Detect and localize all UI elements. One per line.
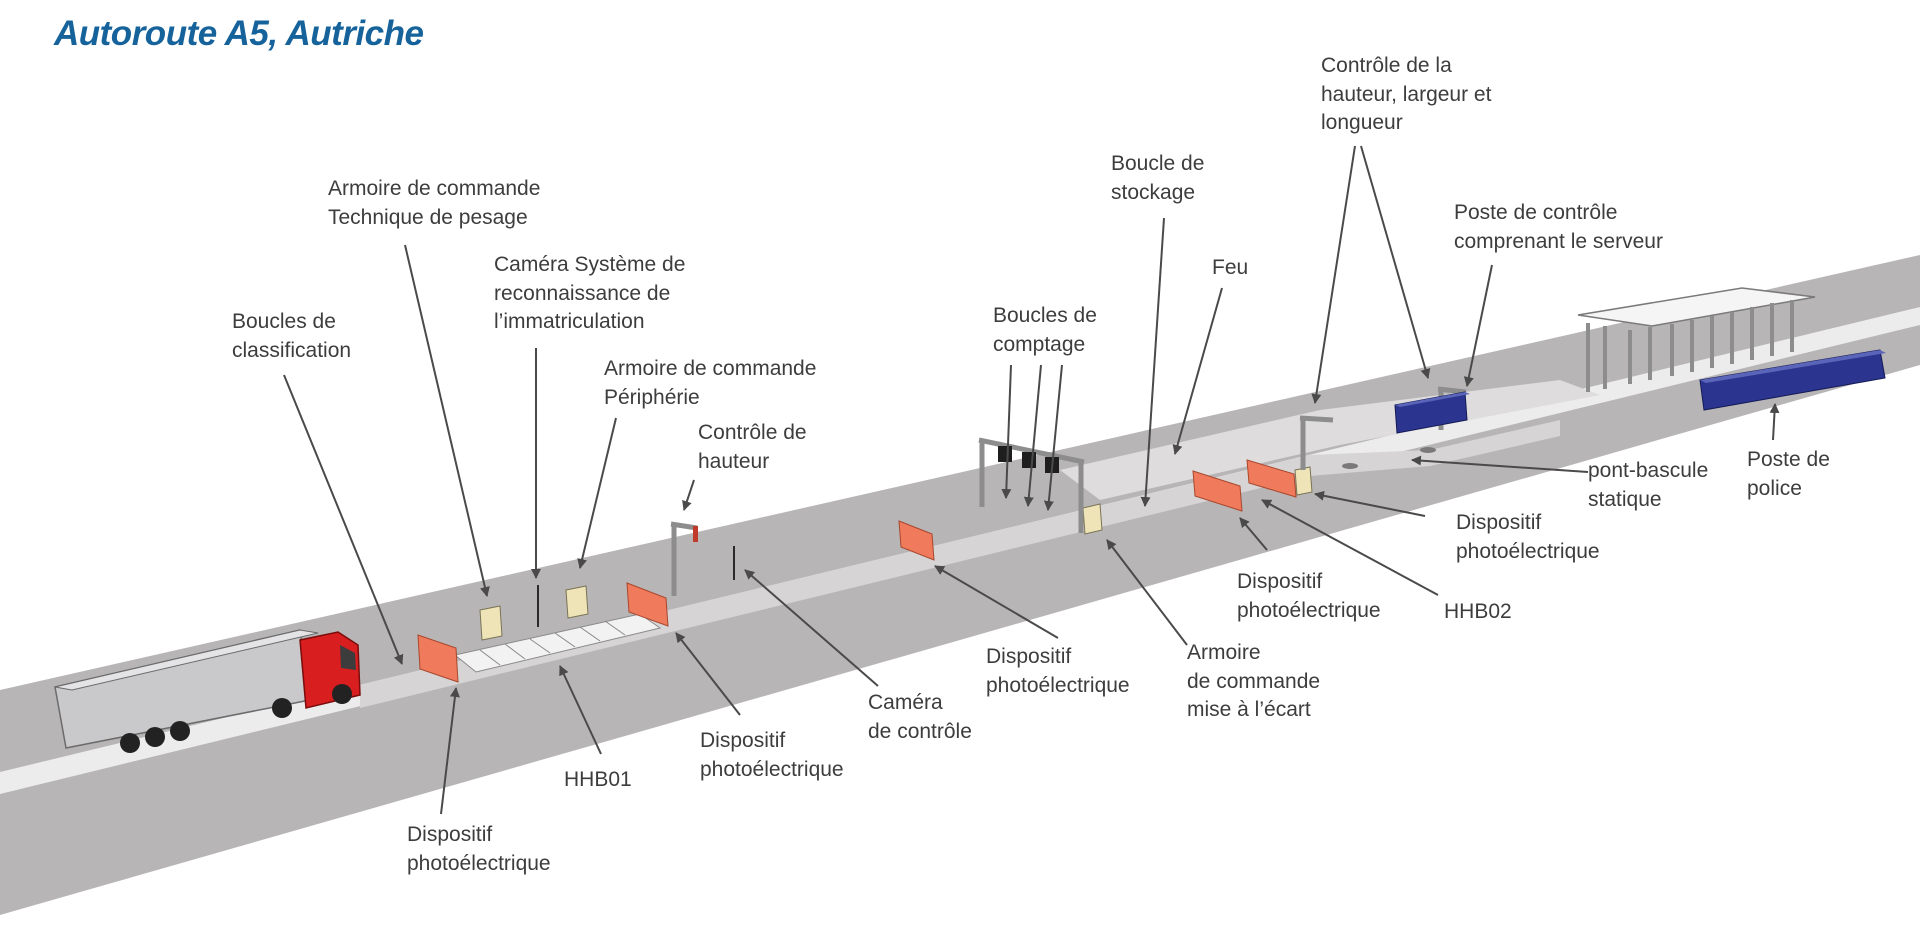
static-weighbridge: [1342, 463, 1358, 469]
green-arrow-sign: [998, 446, 1012, 462]
truck: [54, 629, 361, 753]
label-feu: Feu: [1212, 256, 1249, 279]
label-camera-controle: Caméra de contrôle: [868, 691, 972, 743]
photoelectric-barrier-1: [417, 634, 459, 683]
peripheral-control-cabinet: [565, 585, 589, 619]
height-sensor: [693, 526, 698, 542]
truck-wheel: [120, 733, 140, 753]
truck-wheel: [170, 721, 190, 741]
page-title: Autoroute A5, Autriche: [54, 14, 424, 53]
truck-windshield: [340, 645, 356, 670]
static-weighbridge: [1420, 447, 1436, 453]
weighing-control-cabinet: [479, 605, 503, 641]
photoelectric-barrier-3: [898, 520, 935, 561]
label-boucles-classification: Boucles de classification: [232, 310, 352, 362]
truck-trailer-top: [54, 629, 319, 691]
label-poste-controle-serveur: Poste de contrôle comprenant le serveur: [1454, 201, 1663, 253]
label-dispositif-photoelectrique-3: Dispositif photoélectrique: [986, 645, 1130, 697]
label-poste-police: Poste de police: [1747, 448, 1830, 500]
label-armoire-pesage: Armoire de commande Technique de pesage: [328, 177, 541, 229]
height-control-gantry: [670, 521, 698, 596]
label-hhb02: HHB02: [1444, 600, 1512, 623]
label-boucle-stockage: Boucle de stockage: [1111, 152, 1205, 204]
cabinet-near-hhb02: [1294, 466, 1313, 496]
photoelectric-barrier-4: [1192, 470, 1243, 512]
weighing-lane-strip: [360, 420, 1560, 708]
control-post-roof: [1395, 392, 1470, 407]
label-boucles-comptage: Boucles de comptage: [993, 304, 1097, 356]
label-dispositif-photoelectrique-4: Dispositif photoélectrique: [1237, 570, 1381, 622]
label-pont-bascule: pont-bascule statique: [1588, 459, 1709, 511]
truck-wheel: [145, 727, 165, 747]
label-controle-hauteur: Contrôle de hauteur: [698, 421, 807, 473]
label-camera-immatriculation: Caméra Système de reconnaissance de l’im…: [494, 253, 686, 333]
canopy: [1577, 287, 1816, 392]
photoelectric-barrier-2: [626, 582, 669, 627]
truck-wheel: [332, 684, 352, 704]
photoelectric-barrier-5: [1246, 459, 1297, 498]
label-armoire-mise-ecart: Armoire de commande mise à l’écart: [1187, 641, 1321, 721]
leader-lines: [283, 145, 1780, 815]
label-armoire-peripherie: Armoire de commande Périphérie: [604, 357, 817, 409]
label-dispositif-photoelectrique-1: Dispositif photoélectrique: [407, 823, 551, 875]
label-controle-dimensions: Contrôle de la hauteur, largeur et longu…: [1321, 54, 1492, 134]
label-hhb01: HHB01: [564, 768, 632, 791]
label-dispositif-photoelectrique-5: Dispositif photoélectrique: [1456, 511, 1600, 563]
police-post-roof: [1700, 350, 1886, 383]
truck-wheel: [272, 698, 292, 718]
sorting-control-cabinet: [1082, 503, 1103, 535]
red-x-sign: [1022, 452, 1036, 468]
hhb01-weigh-platform: [453, 613, 662, 673]
label-dispositif-photoelectrique-2: Dispositif photoélectrique: [700, 729, 844, 781]
